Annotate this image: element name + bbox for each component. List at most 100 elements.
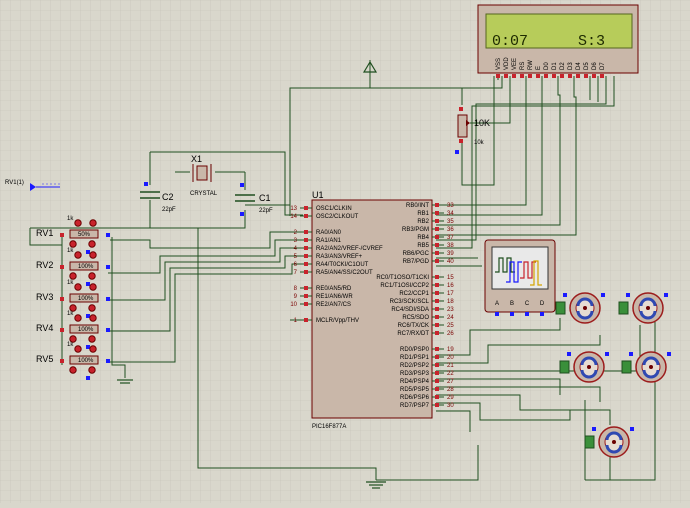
mcu-pin-number: 9 [294,294,298,300]
mcu-pin-number: 22 [447,371,454,377]
lcd-pin-label: D6 [592,62,598,70]
pot-pin [106,297,110,301]
mcu-pin-number: 26 [447,331,454,337]
pot-knob-icon[interactable] [88,240,96,248]
stepper-motor[interactable] [555,292,605,324]
stepper-motor[interactable] [621,351,671,383]
pot-scale: 100% [78,327,94,333]
pot-knob-icon[interactable] [88,335,96,343]
pot-ref: RV4 [36,323,53,333]
pot-knob-icon[interactable] [69,366,77,374]
pot-knob-icon[interactable] [88,272,96,280]
mcu-pin-name: RB5 [417,243,429,249]
mcu-pin-name: RB1 [417,211,429,217]
stepper-motor[interactable] [559,351,609,383]
pot-knob-icon[interactable] [89,219,97,227]
pot-pin [106,233,110,237]
pot-knob-icon[interactable] [89,283,97,291]
pot-knob-icon[interactable] [88,366,96,374]
pot-ref: RV3 [36,292,53,302]
mcu-pin-name: OSC2/CLKOUT [316,214,359,220]
pot-scale: 100% [78,296,94,302]
mcu-pin-name: RE1/AN6/WR [316,294,353,300]
mcu-pin-name: RB0/INT [406,203,429,209]
stepper-motor[interactable] [618,292,668,324]
cap-c2-value: 22pF [162,207,176,213]
pot-knob-icon[interactable] [74,314,82,322]
mcu-ref: U1 [312,190,324,200]
pot-knob-icon[interactable] [69,240,77,248]
mcu-pin-number: 30 [447,403,454,409]
pot-value: 1k [67,342,74,348]
potentiometer-bank: RV11k50%RV21k100%RV31k100%RV41k100%RV51k… [36,216,110,380]
pot-knob-icon[interactable] [74,219,82,227]
lcd-pin-label: D3 [568,62,574,70]
motor-connector [621,360,632,374]
lcd-pin-label: VDD [504,57,510,70]
mcu-pin-name: RA1/AN1 [316,238,342,244]
mcu-pin-number: 6 [294,262,298,268]
lcd-screen [485,13,633,49]
mcu-pin-name: RC4/SDI/SDA [391,307,429,313]
mcu-pin-name: RE0/AN5/RD [316,286,352,292]
motor-connector [618,301,629,315]
mcu-pin-number: 37 [447,235,454,241]
mcu-pin-number: 16 [447,283,454,289]
pot-pin [86,282,90,286]
pot-knob-icon[interactable] [89,251,97,259]
input-terminal[interactable]: RV1(1) [5,180,60,191]
pot-knob-icon[interactable] [74,283,82,291]
pot-knob-icon[interactable] [69,272,77,280]
pot-knob-icon[interactable] [88,304,96,312]
lcd-pin-label: E [536,66,542,70]
mcu-pin-number: 34 [447,211,454,217]
pot-value: 1k [67,248,74,254]
mcu-pin-name: RA2/AN2/VREF-/CVREF [316,246,383,252]
mcu-pin-name: RD6/PSP6 [400,395,430,401]
pot-knob-icon[interactable] [89,345,97,353]
contrast-potentiometer[interactable]: 10K 10k [455,107,490,154]
mcu-pin-number: 4 [294,246,298,252]
pot-body [69,229,99,239]
pot-knob-icon[interactable] [89,314,97,322]
pot-knob-icon[interactable] [74,345,82,353]
pot-knob-icon[interactable] [74,251,82,259]
rotation-arrow-icon [605,431,623,441]
pot-pin [60,297,64,301]
stepper-motor[interactable] [584,426,634,458]
rotation-arrow-icon [605,444,623,454]
pot-knob-icon[interactable] [69,335,77,343]
power-terminal[interactable] [362,60,378,73]
mcu-pin-name: RC6/TX/CK [398,323,429,329]
lcd-text-left: 0:07 [492,33,528,50]
pot-knob-icon[interactable] [69,304,77,312]
mcu-pin-name: RC7/RX/DT [397,331,429,337]
mcu-pin-name: RA3/AN3/VREF+ [316,254,363,260]
capacitor-c2[interactable]: C2 22pF [140,182,176,213]
motor-connector [584,435,595,449]
rotation-arrow-icon [639,310,657,320]
pot-ref: RV2 [36,260,53,270]
mcu-pin-number: 28 [447,387,454,393]
mcu-part: PIC16F877A [312,424,346,430]
crystal-x1[interactable]: X1 CRYSTAL [190,154,218,197]
mcu-pin-number: 15 [447,275,454,281]
potentiometer-rv4[interactable]: RV4 1k 100% [36,311,110,349]
pot-pin [106,328,110,332]
crystal-name: CRYSTAL [190,191,218,197]
capacitor-c1[interactable]: C1 22pF [235,183,273,216]
mcu-pin-number: 17 [447,291,454,297]
lcd-pin-label: D1 [552,62,558,70]
lcd-text-right: S:3 [578,33,605,50]
mcu-pin-name: RD7/PSP7 [400,403,430,409]
